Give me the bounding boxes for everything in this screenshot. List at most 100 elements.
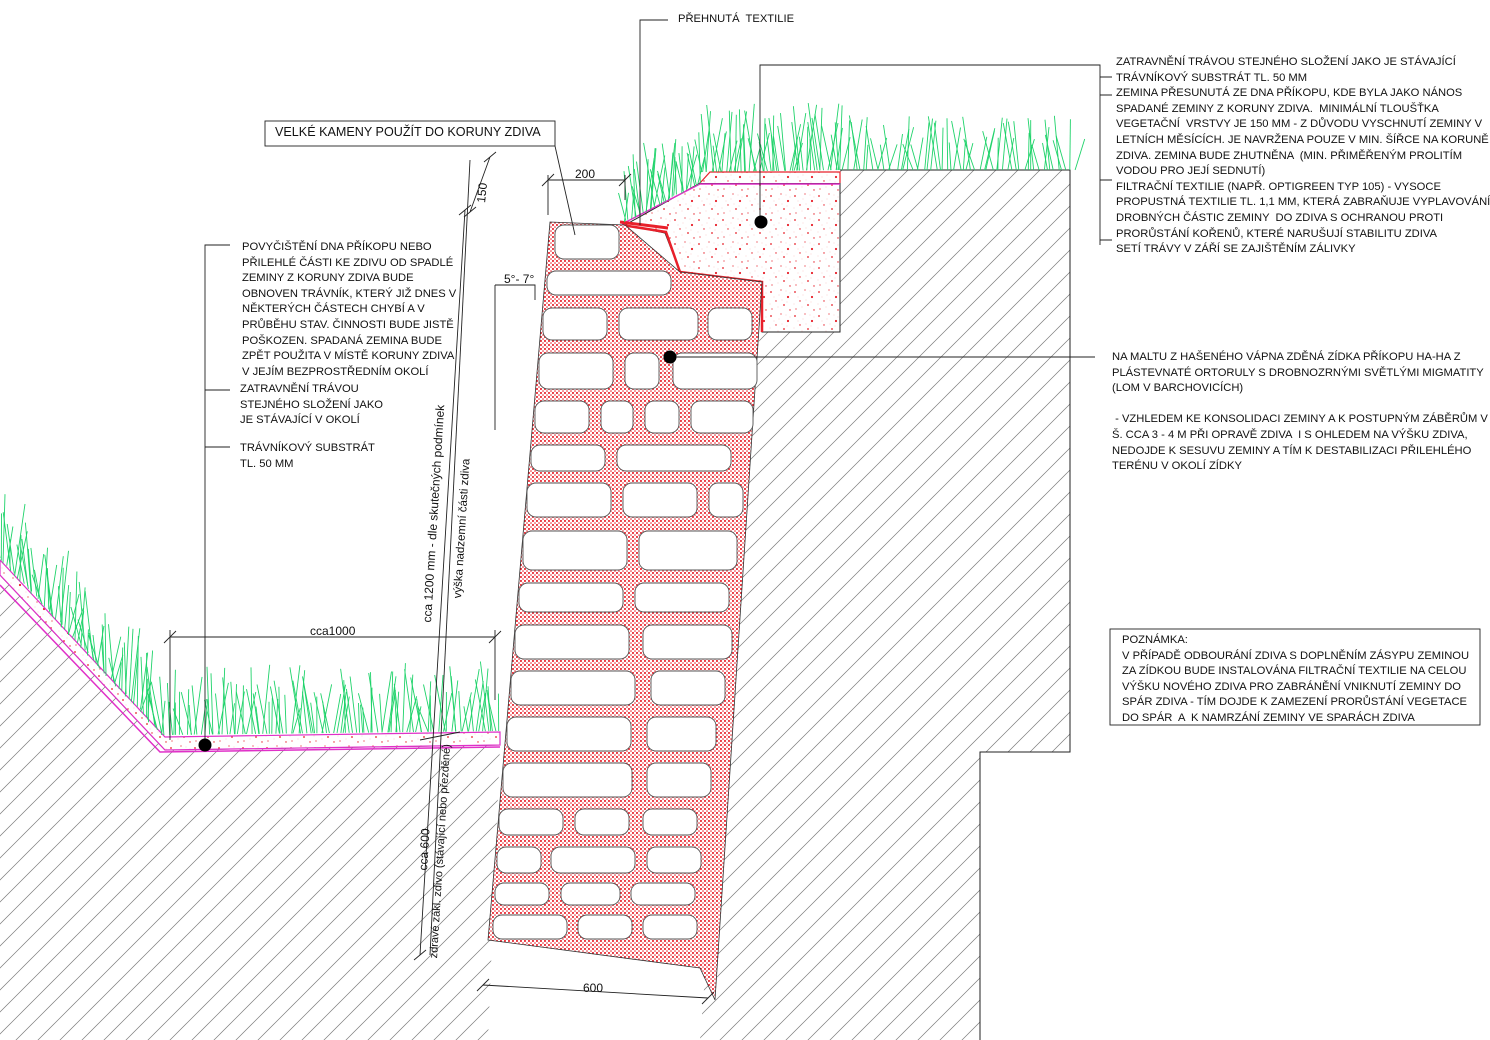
grass-blade	[888, 144, 898, 171]
grass-blade	[429, 695, 432, 732]
wall-stone	[642, 914, 698, 940]
grass-blade	[14, 503, 26, 577]
dim-batter-label: 5°- 7°	[504, 272, 535, 286]
grass-blade	[235, 691, 246, 735]
grass-blade	[946, 118, 949, 171]
grass-blade	[468, 669, 480, 732]
grass-blade	[291, 665, 301, 734]
grass-blade	[140, 682, 152, 713]
grass-blade	[57, 586, 62, 628]
grass-blade	[118, 662, 122, 689]
grass-blade	[114, 654, 124, 684]
grass-notes: ZATRAVNĚNÍ TRÁVOU STEJNÉHO SLOŽENÍ JAKO …	[240, 383, 383, 427]
grass-blade	[108, 624, 115, 682]
wall-stone	[506, 716, 632, 752]
grass-blade	[675, 161, 684, 192]
grass-blade	[19, 535, 22, 582]
grass-blade	[88, 632, 95, 661]
grass-blade	[252, 693, 260, 734]
grass-blade	[427, 681, 432, 732]
grass-blade	[668, 152, 674, 200]
dim-crown-height	[463, 151, 497, 218]
grass-blade	[340, 668, 350, 733]
grass-blade	[839, 105, 843, 171]
grass-blade	[705, 111, 711, 172]
wall-stone	[690, 400, 754, 434]
grass-blade	[475, 681, 484, 732]
grass-blade	[821, 125, 832, 171]
grass-blade	[215, 693, 220, 735]
grass-blade	[657, 170, 667, 202]
grass-blade	[275, 698, 279, 734]
grass-blade	[877, 137, 888, 171]
wall-stone	[502, 762, 633, 798]
grass-blade	[292, 680, 303, 734]
grass-blade	[310, 702, 316, 734]
grass-blade	[104, 613, 107, 677]
grass-blade	[916, 137, 924, 171]
grass-blade	[27, 548, 33, 592]
grass-blade	[368, 672, 379, 733]
grass-blade	[101, 624, 105, 674]
grass-blade	[180, 691, 193, 735]
grass-blade	[807, 122, 816, 171]
grass-blade	[256, 684, 268, 734]
grass-blade	[726, 111, 733, 172]
big-stones-label: VELKÉ KAMENY POUŽÍT DO KORUNY ZDIVA	[275, 125, 541, 139]
grass-blade	[302, 676, 314, 734]
grass-blade	[172, 708, 184, 735]
grass-blade	[333, 693, 342, 734]
grass-blade	[645, 158, 655, 212]
grass-blade	[2, 512, 12, 571]
grass-blade	[147, 678, 149, 723]
wall-stone	[560, 882, 621, 906]
wall-stone	[577, 914, 633, 940]
grass-blade	[962, 140, 966, 171]
dim-crown-width-label: 200	[575, 167, 596, 181]
grass-blade	[43, 547, 48, 607]
grass-blade	[379, 693, 383, 733]
folded-textile	[621, 183, 840, 225]
grass-blade	[469, 696, 474, 732]
grass-blade	[796, 113, 807, 171]
grass-blade	[965, 142, 974, 171]
grass-blade	[124, 626, 130, 697]
grass-blade	[736, 111, 748, 172]
grass-blade	[963, 138, 976, 171]
grass-blade	[627, 165, 637, 217]
grass-blade	[136, 635, 139, 707]
grass-blade	[1044, 134, 1054, 171]
grass-blade	[30, 547, 38, 597]
substrate-notes: TRÁVNÍKOVÝ SUBSTRÁT TL. 50 MM	[240, 442, 375, 470]
grass-blade	[74, 571, 78, 641]
grass-blade	[451, 680, 459, 732]
grass-blade	[390, 671, 394, 733]
grass-blade	[1043, 127, 1050, 171]
crown-notes-ticks	[1100, 76, 1112, 241]
dim-foundation-label: cca 600	[416, 828, 433, 871]
grass-blade	[54, 556, 64, 620]
grass-blade	[713, 133, 722, 172]
grass-blade	[370, 672, 373, 733]
grass-blade	[161, 700, 166, 736]
grass-blade	[349, 676, 358, 733]
grass-blade	[673, 162, 677, 196]
grass-blade	[1007, 137, 1015, 171]
grass-blade	[748, 103, 755, 172]
grass-blade	[807, 103, 818, 171]
wall-stone	[634, 582, 730, 613]
grass-blade	[1024, 138, 1035, 171]
grass-blade	[631, 190, 635, 219]
wall-stone	[514, 624, 630, 660]
grass-blade	[133, 654, 139, 705]
grass-blade	[1031, 144, 1040, 171]
grass-blade	[924, 122, 930, 171]
wall-stone	[642, 808, 698, 836]
dim-base-width	[476, 978, 715, 1005]
grass-blade	[697, 156, 706, 186]
grass-blade	[44, 554, 54, 618]
grass-blade	[941, 127, 944, 171]
grass-blade	[320, 693, 330, 734]
wall-stone	[646, 716, 717, 752]
grass-blade	[61, 567, 64, 625]
